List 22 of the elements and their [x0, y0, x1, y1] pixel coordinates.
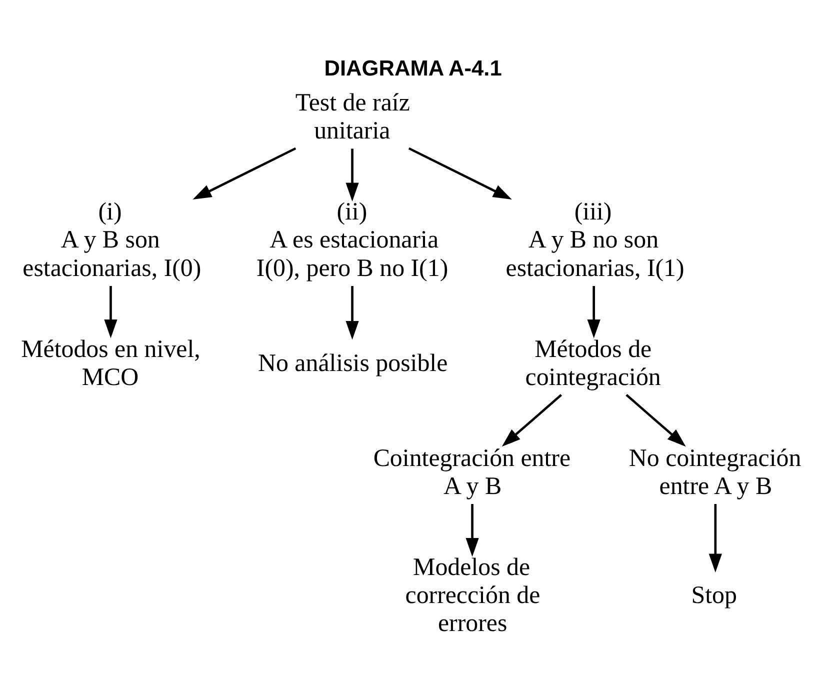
node-text: (iii) A y B no son estacionarias, I(1) — [506, 198, 684, 282]
node-text: (i) A y B son estacionarias, I(0) — [22, 198, 202, 282]
arrow — [587, 286, 600, 338]
node-text: Métodos en nivel, MCO — [21, 336, 200, 391]
arrow — [466, 504, 479, 557]
node-text: Métodos de cointegración — [525, 336, 661, 391]
arrow — [408, 147, 512, 200]
node-text: No análisis posible — [258, 350, 448, 377]
arrow — [502, 394, 562, 447]
node-text: Cointegración entre A y B — [373, 444, 571, 500]
diagram-title: DIAGRAMA A-4.1 — [324, 55, 502, 80]
arrow — [626, 394, 686, 447]
node-text: Test de raíz unitaria — [295, 90, 410, 145]
arrow — [346, 148, 359, 202]
node-text: (ii) A es estacionaria I(0), pero B no I(1) — [256, 198, 448, 282]
arrow — [192, 147, 296, 200]
arrow — [104, 286, 118, 338]
arrow — [708, 504, 722, 573]
node-text: Modelos de corrección de errores — [405, 554, 540, 638]
node-text: No cointegración entre A y B — [628, 444, 802, 500]
arrow — [346, 286, 359, 340]
node-text: Stop — [691, 582, 737, 610]
